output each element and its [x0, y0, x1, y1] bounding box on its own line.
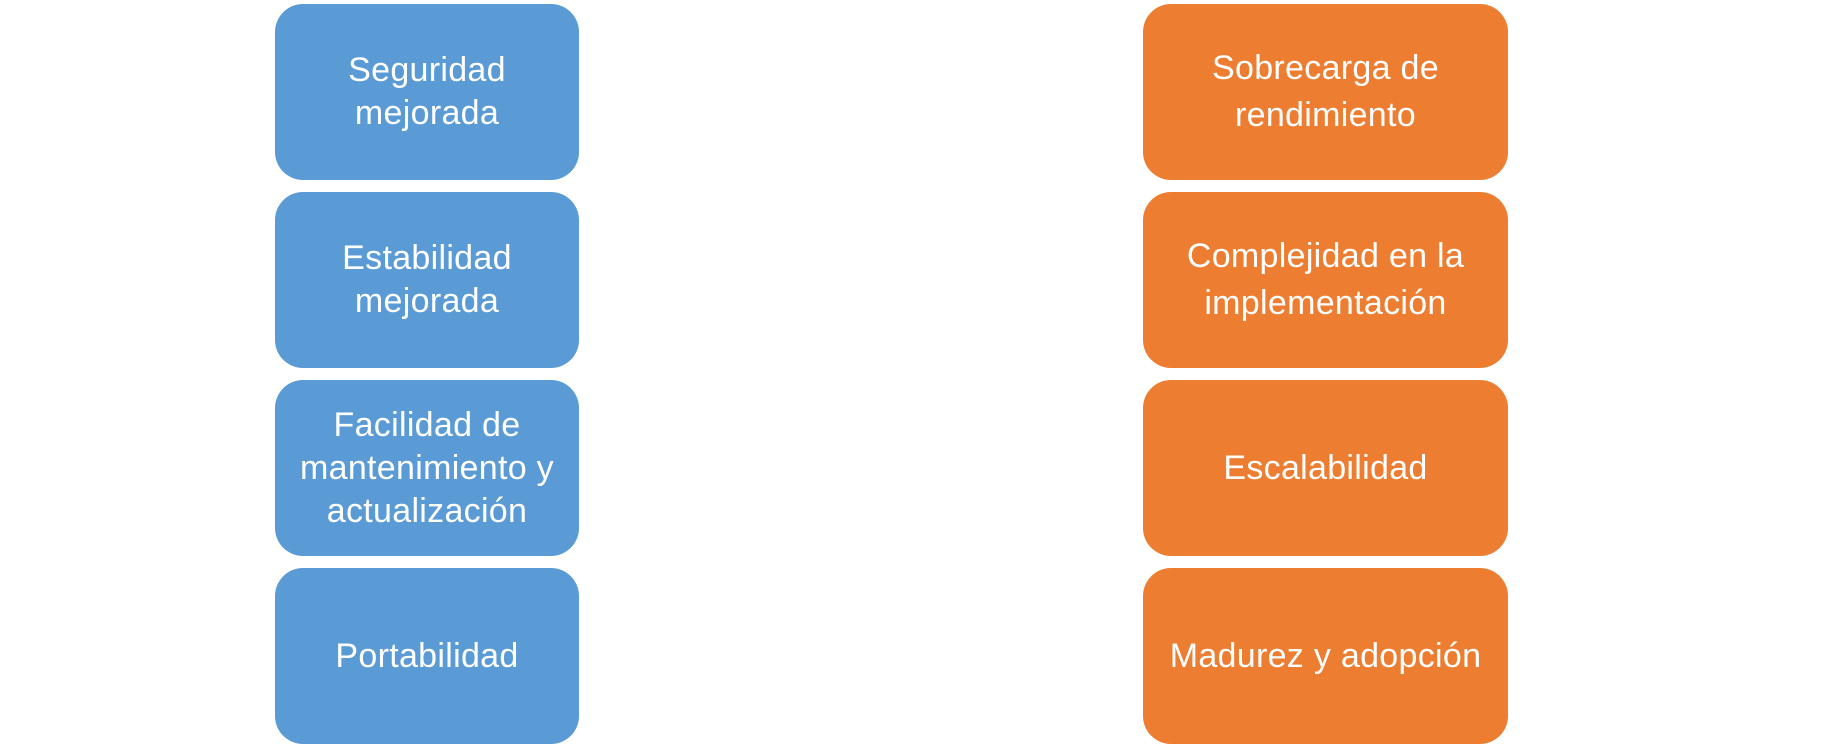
advantage-label: Facilidad de mantenimiento y actualizaci…: [300, 405, 554, 530]
disadvantage-box-complexity: Complejidad en la implementación: [1143, 192, 1508, 368]
disadvantage-box-performance: Sobrecarga de rendimiento: [1143, 4, 1508, 180]
disadvantage-label: Sobrecarga de rendimiento: [1212, 49, 1439, 134]
disadvantage-box-maturity: Madurez y adopción: [1143, 568, 1508, 744]
advantages-column: Seguridad mejorada Estabilidad mejorada …: [275, 4, 579, 744]
advantage-box-maintenance: Facilidad de mantenimiento y actualizaci…: [275, 380, 579, 556]
disadvantage-label: Madurez y adopción: [1169, 636, 1482, 675]
disadvantage-label: Complejidad en la implementación: [1186, 237, 1465, 322]
disadvantage-box-scalability: Escalabilidad: [1143, 380, 1508, 556]
advantage-label: Seguridad mejorada: [348, 51, 506, 132]
advantage-label: Portabilidad: [335, 636, 519, 675]
advantage-box-stability: Estabilidad mejorada: [275, 192, 579, 368]
disadvantages-column: Sobrecarga de rendimiento Complejidad en…: [1143, 4, 1508, 744]
advantage-box-portability: Portabilidad: [275, 568, 579, 744]
disadvantage-label: Escalabilidad: [1223, 448, 1428, 487]
advantage-box-security: Seguridad mejorada: [275, 4, 579, 180]
advantage-label: Estabilidad mejorada: [342, 239, 512, 320]
